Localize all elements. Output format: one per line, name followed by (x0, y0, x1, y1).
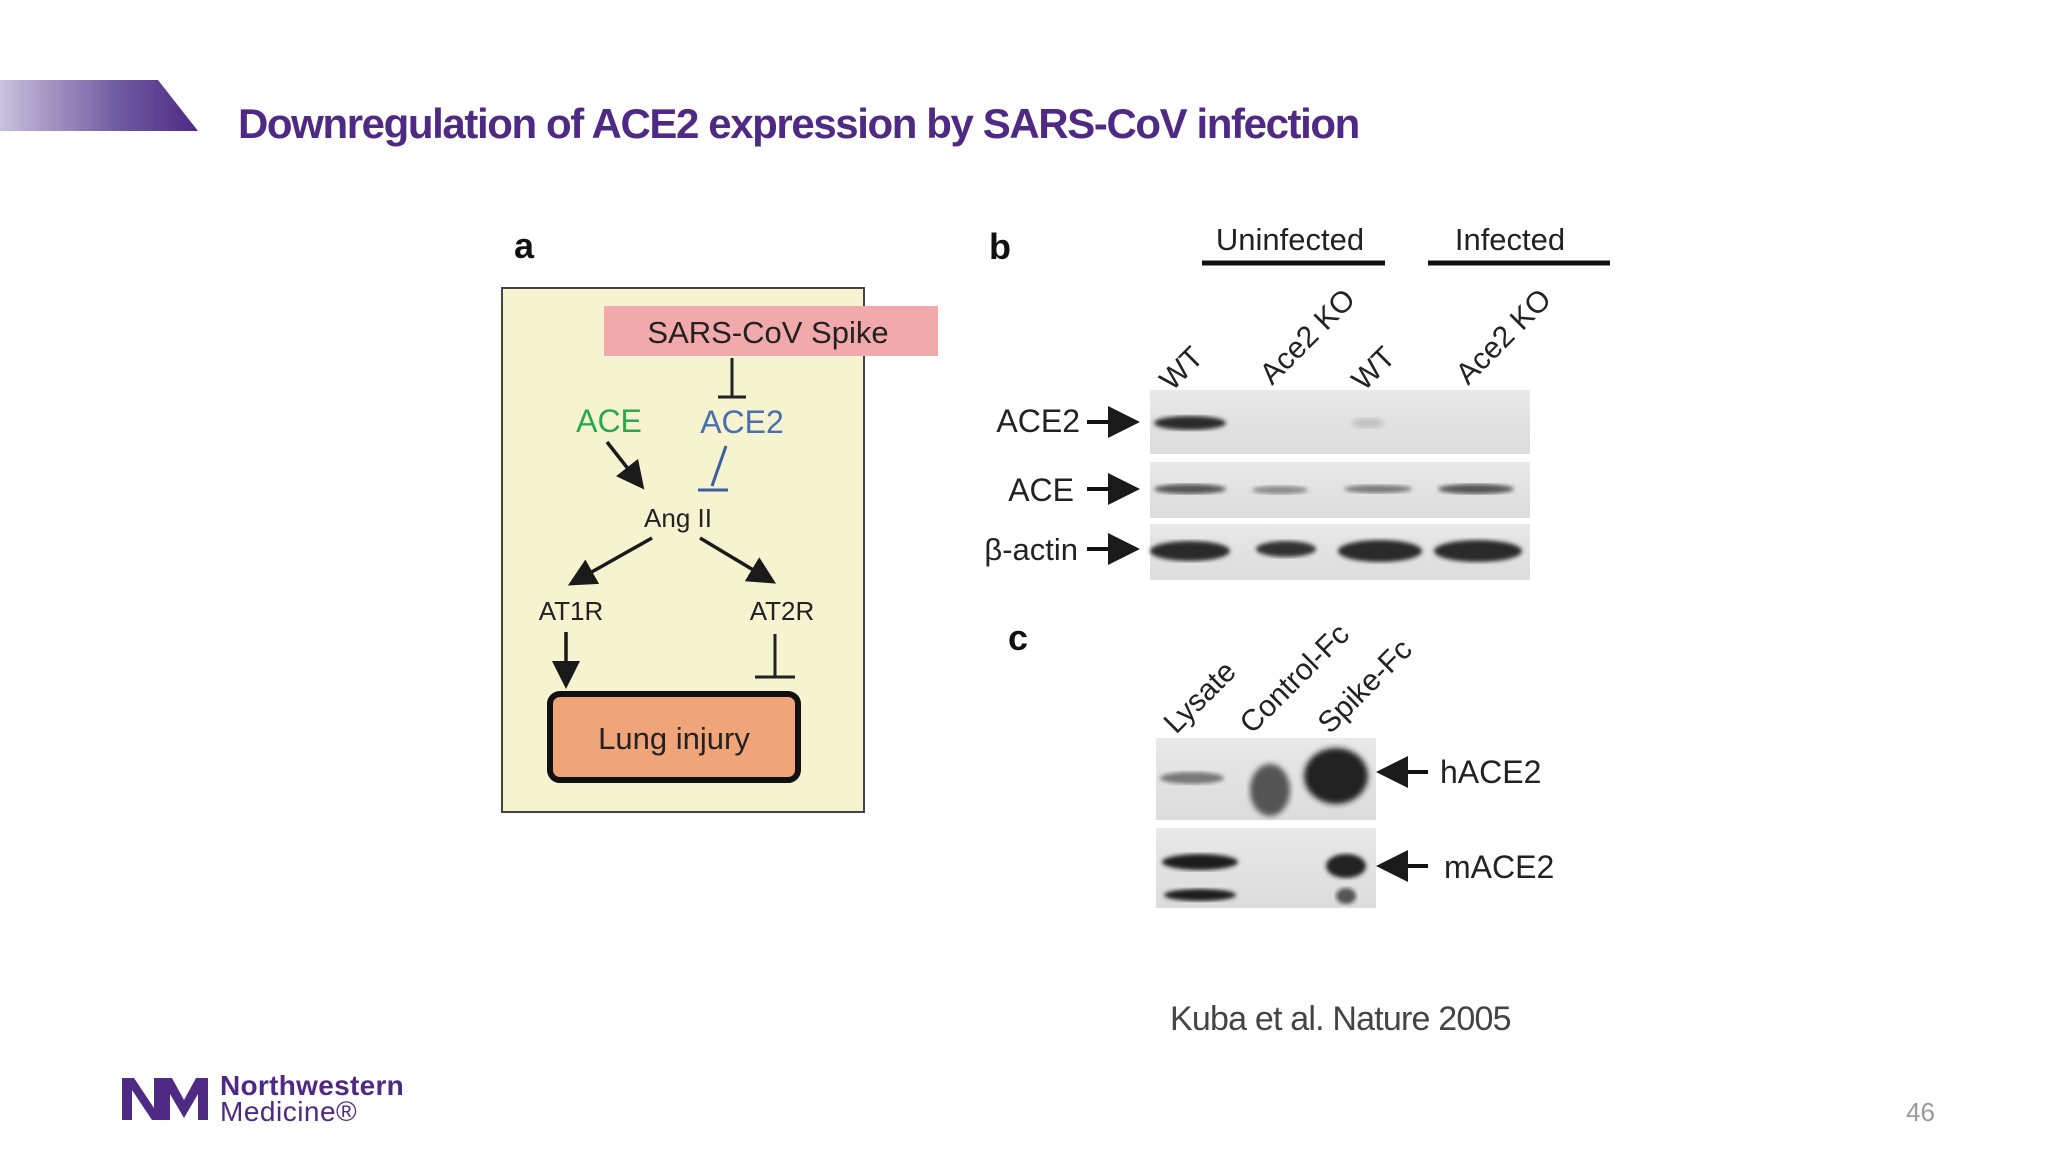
ace2-inhibit-line (710, 445, 728, 487)
logo-sub: Medicine® (220, 1096, 358, 1127)
page-number: 46 (1906, 1097, 1935, 1127)
band-hace2-spike (1304, 748, 1368, 804)
lane-label-ko-2: Ace2 KO (1450, 283, 1558, 391)
ace-label: ACE (576, 403, 642, 439)
lane-label-wt-1: WT (1154, 341, 1210, 397)
row-label-mace2: mACE2 (1444, 849, 1554, 885)
band-actin-4 (1434, 540, 1522, 562)
panel-b-label: b (989, 226, 1011, 267)
band-ace-4 (1438, 484, 1514, 494)
band-actin-1 (1150, 541, 1230, 561)
row-label-ace2: ACE2 (996, 403, 1080, 439)
at2r-label: AT2R (750, 596, 815, 626)
group-infected-label: Infected (1455, 222, 1565, 257)
lane-label-lysate: Lysate (1158, 655, 1243, 740)
panel-a-label: a (514, 225, 535, 266)
citation: Kuba et al. Nature 2005 (1170, 1000, 1512, 1038)
ace2-label: ACE2 (700, 404, 784, 440)
band-ace-1 (1154, 484, 1226, 494)
logo-name: Northwestern (220, 1070, 405, 1101)
band-ace2-wt (1154, 416, 1226, 430)
band-actin-3 (1338, 540, 1422, 562)
nm-monogram-icon (122, 1078, 208, 1120)
lane-label-wt-2: WT (1346, 341, 1402, 397)
band-mace2-spike (1326, 854, 1366, 878)
group-uninfected-label: Uninfected (1216, 222, 1364, 257)
band-hace2-lysate (1160, 772, 1224, 784)
row-label-hace2: hACE2 (1440, 754, 1541, 790)
band-ace-3 (1344, 485, 1412, 493)
band-mace2-lysate-1 (1162, 854, 1238, 870)
ang-to-at2r-arrow (699, 536, 777, 584)
at1r-label: AT1R (539, 596, 604, 626)
band-mace2-spike-2 (1336, 888, 1356, 904)
ang-ii-label: Ang II (644, 503, 712, 533)
band-ace-2 (1252, 486, 1308, 494)
row-label-ace: ACE (1008, 472, 1074, 508)
northwestern-medicine-logo: Northwestern Medicine® (120, 1070, 450, 1127)
lung-injury-box (547, 691, 801, 783)
lung-injury-label: Lung injury (598, 721, 750, 756)
ace-arrow (605, 440, 645, 490)
band-actin-2 (1256, 541, 1316, 557)
row-label-beta-actin: β-actin (984, 532, 1078, 567)
panel-c-label: c (1008, 617, 1028, 658)
band-hace2-control (1250, 764, 1290, 816)
band-ace2-wt-infected (1352, 418, 1384, 428)
slide-title: Downregulation of ACE2 expression by SAR… (238, 100, 1360, 147)
band-mace2-lysate-2 (1164, 889, 1236, 901)
spike-box (604, 306, 938, 356)
ang-to-at1r-arrow (567, 536, 653, 586)
spike-label: SARS-CoV Spike (647, 315, 888, 350)
